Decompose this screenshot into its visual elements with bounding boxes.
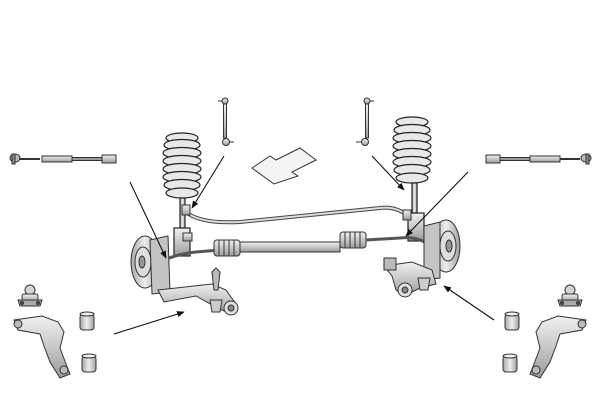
arrow-tie-rod-right	[405, 171, 469, 237]
tie-rod-left	[9, 153, 117, 165]
stabilizer-bar	[181, 204, 412, 242]
bushings-left	[79, 311, 97, 373]
stabilizer-link-left	[218, 97, 234, 146]
arrow-arm-right	[443, 285, 495, 321]
stabilizer-link-right	[356, 97, 374, 146]
ball-joint-left	[17, 284, 43, 307]
hub-right	[423, 219, 461, 281]
coil-spring-left	[162, 132, 202, 257]
tie-rod-right	[485, 153, 592, 165]
control-arm-right-assembled	[383, 257, 437, 298]
direction-arrow	[251, 147, 317, 185]
coil-spring-right	[392, 116, 432, 242]
control-arm-left	[13, 315, 71, 379]
ball-joint-right	[557, 284, 583, 307]
arrow-link-left	[191, 155, 225, 209]
hub-left	[130, 235, 171, 295]
arrow-tie-rod-left	[129, 181, 167, 259]
arrow-link-right	[371, 155, 405, 191]
control-arm-left-assembled	[157, 267, 239, 316]
arrow-arm-left	[113, 311, 185, 335]
control-arm-right	[529, 315, 587, 379]
bushings-right	[502, 311, 520, 373]
pointer-arrows	[113, 155, 495, 335]
